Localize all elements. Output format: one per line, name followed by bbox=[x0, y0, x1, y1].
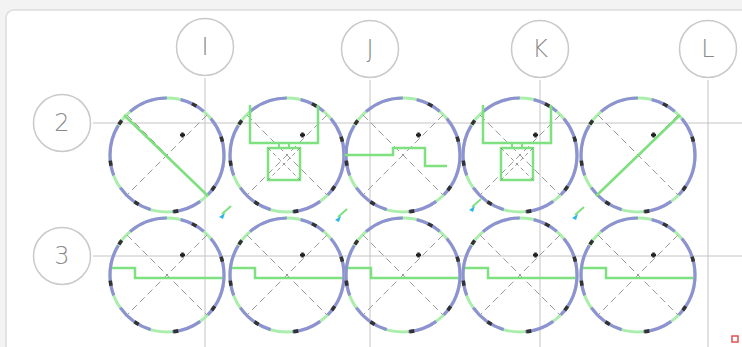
bubble-circle bbox=[34, 228, 91, 285]
bubble-circle bbox=[512, 21, 569, 78]
bubble-circle bbox=[177, 19, 234, 76]
grid-label: 3 bbox=[54, 244, 69, 268]
grid-lines bbox=[93, 78, 742, 347]
grid-label: I bbox=[201, 35, 208, 59]
grid-bubble: J bbox=[340, 19, 400, 79]
bubble-circle bbox=[34, 95, 91, 152]
grid-label: K bbox=[532, 37, 548, 61]
grid-label: L bbox=[701, 37, 714, 61]
bubble-circle bbox=[680, 21, 737, 78]
tank-row bbox=[110, 98, 695, 332]
grid-bubble: K bbox=[510, 19, 570, 79]
bubble-circle bbox=[342, 21, 399, 78]
grid-label: J bbox=[366, 37, 373, 61]
sheet-panel bbox=[6, 10, 742, 347]
grid-bubble: I bbox=[175, 17, 235, 77]
tank-fittings bbox=[112, 105, 738, 342]
grid-label: 2 bbox=[54, 111, 69, 135]
grid-bubble: 3 bbox=[32, 226, 92, 286]
grid-bubble: L bbox=[678, 19, 738, 79]
grid-bubble: 2 bbox=[32, 93, 92, 153]
